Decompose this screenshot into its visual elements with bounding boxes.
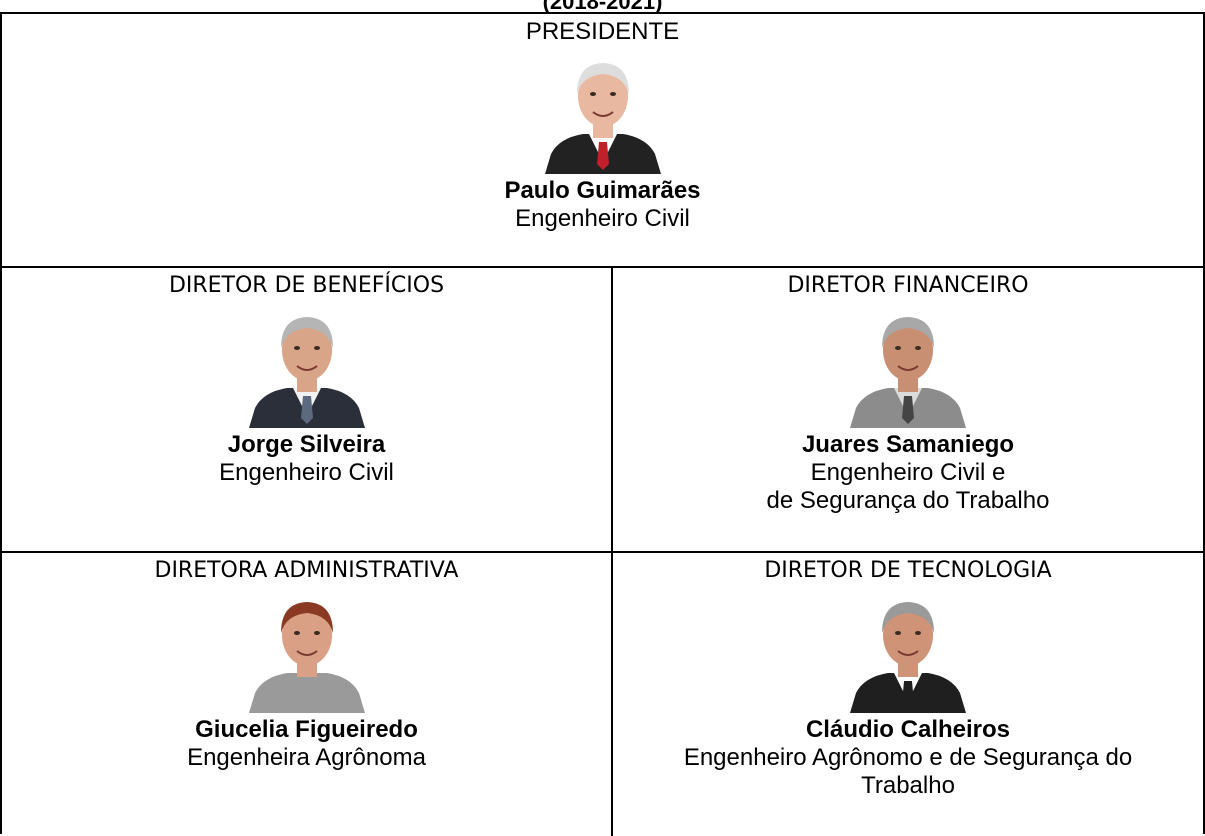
profession-line: Engenheiro Agrônomo e de Segurança do <box>683 744 1133 771</box>
portrait-smile <box>295 650 318 656</box>
portrait-hair <box>576 63 629 94</box>
director-technology-cell: DIRETOR DE TECNOLOGIA Cláudio Calheiros … <box>613 553 1203 836</box>
profession-line: Engenheira Agrônoma <box>187 744 426 771</box>
member-profession: Engenheira Agrônoma <box>2 744 611 772</box>
portrait-eye <box>915 631 921 635</box>
portrait-eye <box>313 631 320 635</box>
portrait-hair <box>882 602 934 633</box>
director-finance-portrait <box>846 304 970 428</box>
profession-line: Engenheiro Civil e <box>810 459 1006 486</box>
portrait-eye <box>293 346 300 350</box>
portrait-eye <box>313 346 320 350</box>
portrait-face <box>577 65 628 127</box>
director-finance-cell: DIRETOR FINANCEIRO Juares Samaniego Enge… <box>613 268 1203 553</box>
president-portrait <box>540 50 665 174</box>
role-title: PRESIDENTE <box>525 18 680 45</box>
member-profession: Engenheiro Civil e de Segurança do Traba… <box>613 459 1203 515</box>
portrait-face <box>281 604 332 666</box>
board-period: (2018-2021) <box>542 0 663 14</box>
member-name: Cláudio Calheiros <box>805 716 1011 743</box>
portrait-face <box>883 319 933 381</box>
director-benefits-portrait <box>244 304 369 428</box>
director-technology-portrait <box>846 589 970 713</box>
portrait-eye <box>293 631 300 635</box>
role-title: DIRETOR DE BENEFÍCIOS <box>168 273 445 298</box>
member-profession: Engenheiro Civil <box>2 459 611 487</box>
member-name: Paulo Guimarães <box>504 177 701 204</box>
portrait-tie <box>902 396 914 424</box>
profession-line: Engenheiro Civil <box>219 459 394 486</box>
member-name: Juares Samaniego <box>801 431 1015 458</box>
director-admin-cell: DIRETORA ADMINISTRATIVA Giucelia Figueir… <box>2 553 613 836</box>
role-title: DIRETORA ADMINISTRATIVA <box>154 558 459 583</box>
portrait-eye <box>895 631 901 635</box>
member-name: Jorge Silveira <box>227 431 386 458</box>
portrait-smile <box>591 111 614 117</box>
portrait-eye <box>895 346 901 350</box>
portrait-eye <box>589 92 596 96</box>
portrait-tie <box>596 142 609 170</box>
portrait-smile <box>295 365 318 371</box>
director-benefits-cell: DIRETOR DE BENEFÍCIOS Jorge Silveira Eng… <box>2 268 613 553</box>
profession-line: de Segurança do Trabalho <box>766 487 1050 514</box>
member-profession: Engenheiro Agrônomo e de Segurança do Tr… <box>613 744 1203 800</box>
portrait-hair <box>280 602 333 633</box>
profession-line: Trabalho <box>861 772 955 799</box>
portrait-hair <box>882 317 934 348</box>
president-cell: PRESIDENTE Paulo Guimarães Engenheiro Ci… <box>2 14 1203 268</box>
member-profession: Engenheiro Civil <box>2 205 1203 233</box>
portrait-tie <box>300 681 313 709</box>
portrait-eye <box>915 346 921 350</box>
portrait-smile <box>897 365 919 371</box>
portrait-eye <box>609 92 616 96</box>
member-name: Giucelia Figueiredo <box>195 716 418 743</box>
portrait-face <box>281 319 332 381</box>
role-title: DIRETOR FINANCEIRO <box>787 273 1029 298</box>
board-table: PRESIDENTE Paulo Guimarães Engenheiro Ci… <box>0 12 1205 836</box>
role-title: DIRETOR DE TECNOLOGIA <box>764 558 1052 583</box>
portrait-tie <box>300 396 313 424</box>
portrait-tie <box>902 681 914 709</box>
portrait-hair <box>280 317 333 348</box>
portrait-smile <box>897 650 919 656</box>
director-admin-portrait <box>244 589 369 713</box>
profession-line: Engenheiro Civil <box>515 205 690 232</box>
portrait-face <box>883 604 933 666</box>
